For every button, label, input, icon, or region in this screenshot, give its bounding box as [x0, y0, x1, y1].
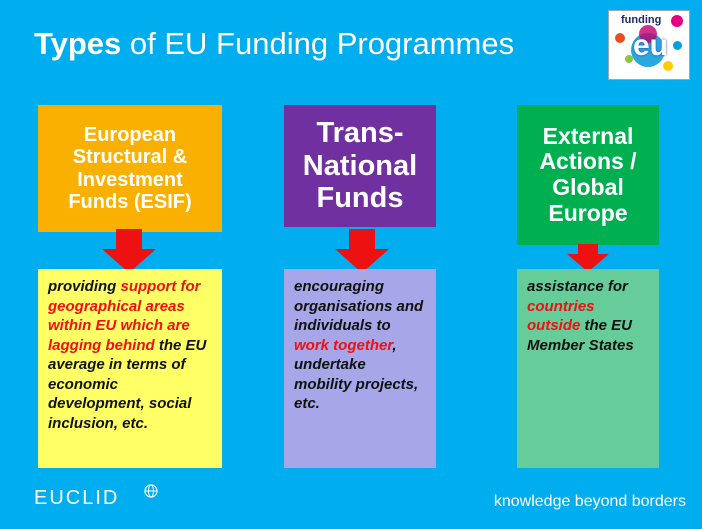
esif-heading-line: European	[83, 123, 177, 146]
esif-heading-line: Investment	[77, 168, 183, 191]
desc-highlight: countries outside	[527, 297, 595, 335]
external-actions-box: External Actions / Global Europe	[517, 105, 659, 245]
transnational-heading-line: Funds	[316, 182, 404, 215]
transnational-heading-line: National	[302, 149, 418, 182]
external-heading-line: External	[542, 122, 634, 149]
logo-mark: eu	[633, 29, 669, 62]
desc-highlight: support for geographical areas within EU…	[48, 278, 201, 354]
funding-eu-logo: funding eu	[608, 10, 690, 80]
logo-word: funding	[621, 14, 662, 26]
external-heading-line: Europe	[548, 199, 628, 226]
title-rest: of EU Funding Programmes	[121, 26, 515, 61]
down-arrow-icon	[102, 229, 156, 273]
title-bold: Types	[34, 26, 122, 61]
external-heading-line: Global	[552, 174, 624, 200]
esif-heading-line: Structural &	[72, 146, 188, 169]
slide-title: Types of EU Funding Programmes	[34, 26, 514, 62]
esif-description: providing support for geographical areas…	[38, 269, 222, 468]
desc-text: providing	[48, 278, 121, 295]
euclid-logo: EUCLID	[34, 487, 120, 509]
desc-text: assistance for	[527, 278, 628, 295]
globe-icon	[144, 484, 158, 498]
transnational-description: encouraging organisations and individual…	[284, 269, 436, 468]
desc-text: , undertake mobility projects, etc.	[294, 336, 419, 413]
esif-heading-line: Funds (ESIF)	[68, 190, 192, 213]
desc-highlight: work together	[294, 336, 393, 354]
transnational-box: Trans- National Funds	[284, 105, 436, 227]
transnational-heading-line: Trans-	[316, 117, 404, 150]
external-heading-line: Actions /	[539, 148, 637, 175]
esif-box: European Structural & Investment Funds (…	[38, 105, 222, 232]
down-arrow-icon	[567, 244, 609, 272]
down-arrow-icon	[335, 229, 389, 273]
desc-text: the EU Member States	[527, 317, 634, 354]
external-description: assistance for countries outside the EU …	[517, 269, 659, 468]
tagline: knowledge beyond borders	[493, 493, 686, 510]
desc-text: the EU average in terms of economic deve…	[48, 336, 207, 432]
desc-text: encouraging organisations and individual…	[294, 278, 424, 334]
